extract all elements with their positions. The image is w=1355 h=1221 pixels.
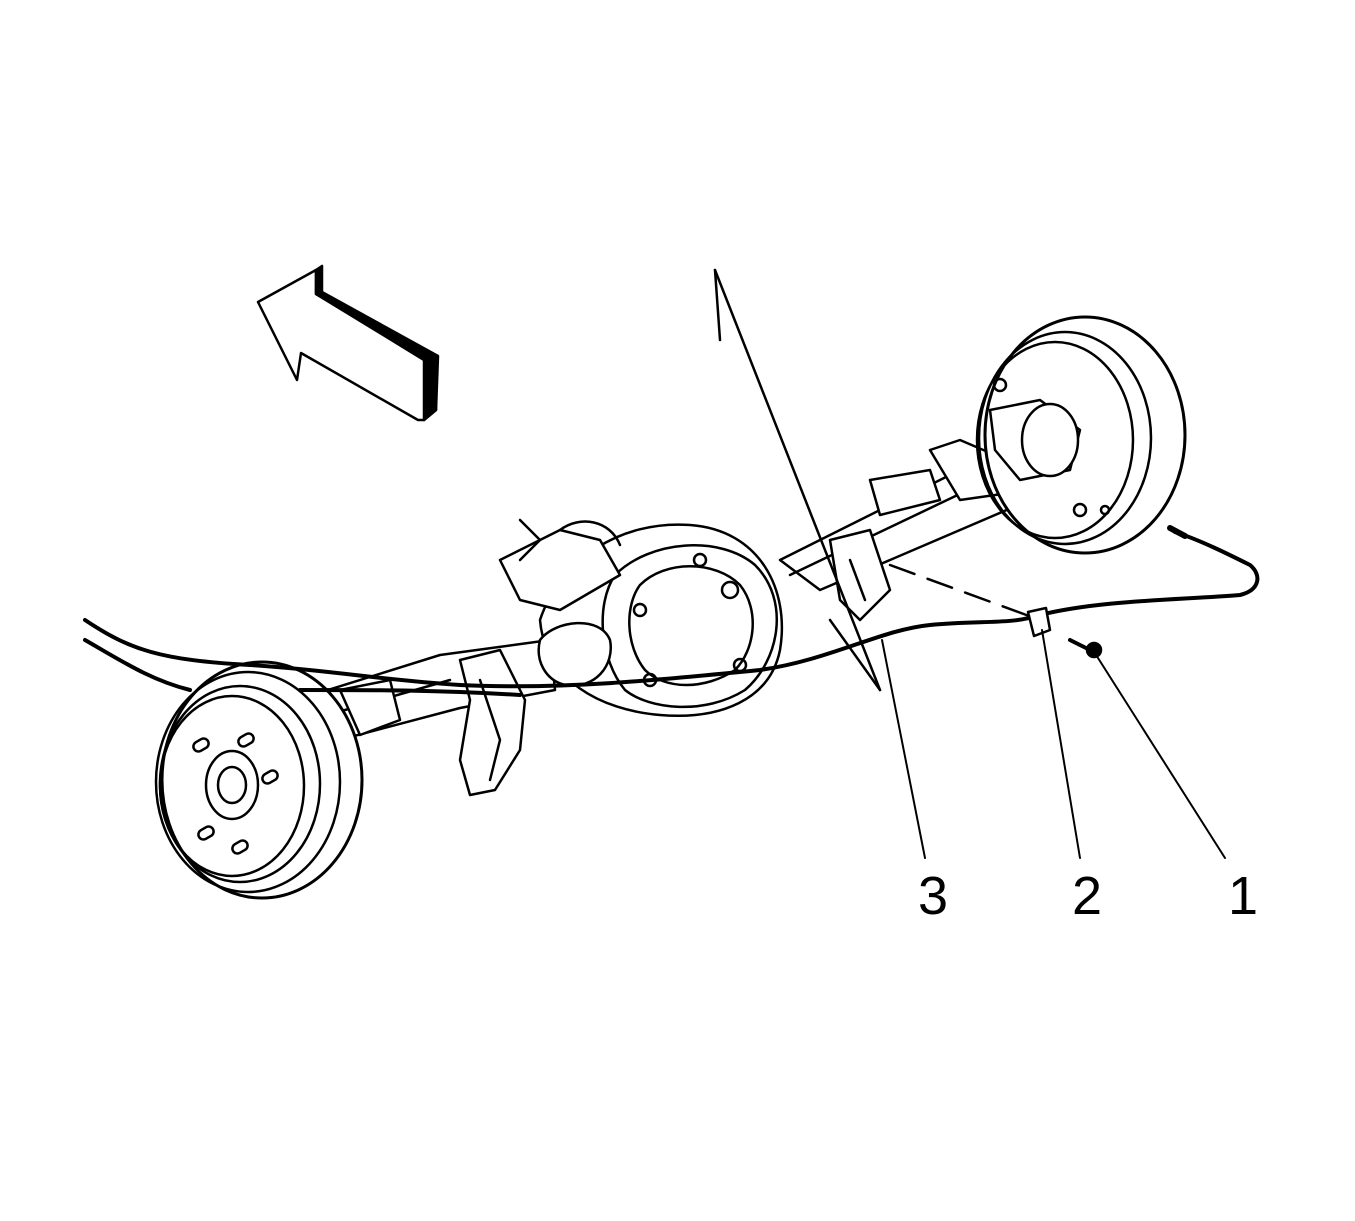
section-indicator — [713, 268, 882, 692]
brake-cable — [83, 525, 1260, 697]
leader-lines — [881, 629, 1226, 859]
leader-line-2 — [1041, 629, 1081, 859]
callout-1: 1 — [1228, 866, 1258, 926]
left-brake-drum — [154, 660, 364, 900]
callout-3: 3 — [918, 866, 948, 926]
leader-line-1 — [1097, 657, 1226, 859]
suspension-brackets — [338, 528, 892, 797]
front-direction-arrow-icon — [256, 264, 440, 422]
leader-line-3 — [881, 639, 926, 859]
exploded-view-line — [888, 563, 1042, 622]
differential-carrier — [498, 518, 784, 717]
callout-2: 2 — [1072, 866, 1102, 926]
right-brake-drum — [975, 315, 1187, 555]
cable-clip-and-bolt — [1026, 606, 1103, 659]
